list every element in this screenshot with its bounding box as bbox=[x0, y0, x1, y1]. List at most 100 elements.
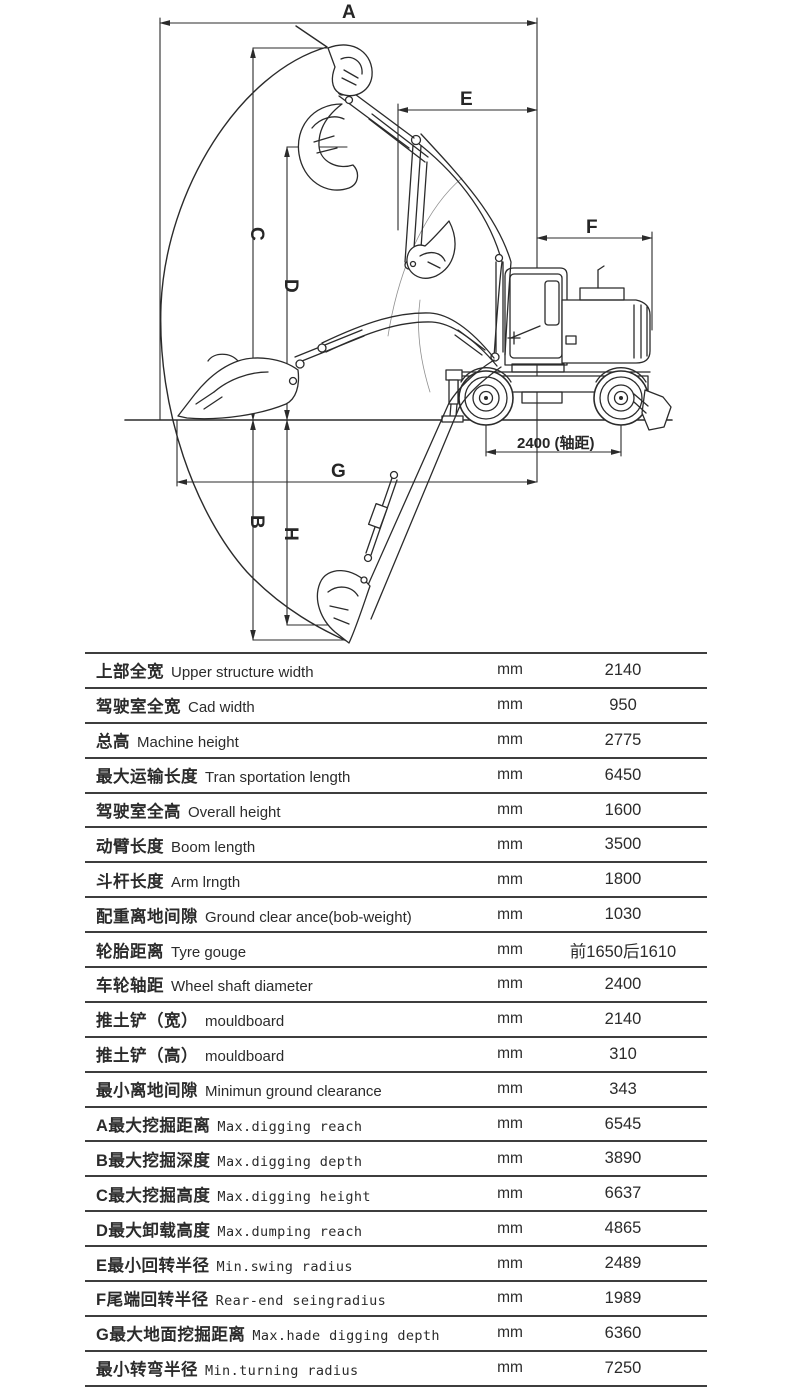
spec-unit: mm bbox=[497, 766, 523, 784]
dim-label-a: A bbox=[342, 2, 356, 23]
spec-label-cn: 车轮轴距 bbox=[96, 977, 164, 996]
spec-unit: mm bbox=[497, 835, 523, 853]
spec-label: 推土铲（宽）mouldboard bbox=[96, 1007, 481, 1031]
spec-label-cn: 轮胎距离 bbox=[96, 942, 164, 961]
spec-label: 轮胎距离 Tyre gouge bbox=[96, 938, 481, 962]
excavator-dimension-diagram: A E F G C D B H 2400 (轴距) bbox=[124, 2, 673, 644]
spec-value: 3500 bbox=[604, 835, 642, 854]
table-row: 推土铲（高）mouldboard mm 310 bbox=[85, 1038, 707, 1073]
spec-label-cn: 最小转弯半径 bbox=[96, 1361, 198, 1380]
spec-label: 最小转弯半径 Min.turning radius bbox=[96, 1356, 481, 1380]
spec-label-en: Arm lrngth bbox=[171, 873, 241, 891]
spec-unit: mm bbox=[497, 940, 523, 958]
spec-value: 2775 bbox=[604, 730, 642, 749]
spec-label: 上部全宽 Upper structure width bbox=[96, 658, 481, 682]
spec-label-en: Min.turning radius bbox=[205, 1363, 359, 1380]
spec-value: 前1650后1610 bbox=[569, 942, 677, 961]
spec-value: 6360 bbox=[604, 1323, 642, 1342]
spec-unit: mm bbox=[497, 1045, 523, 1063]
arm-position-max-height bbox=[297, 44, 512, 362]
dim-label-d: D bbox=[280, 279, 301, 293]
dim-label-g: G bbox=[331, 461, 346, 482]
spec-value: 7250 bbox=[604, 1358, 642, 1377]
spec-label-cn: 最小离地间隙 bbox=[96, 1082, 198, 1101]
spec-label-en: Tyre gouge bbox=[171, 943, 247, 961]
table-row: 最小转弯半径 Min.turning radius mm 7250 bbox=[85, 1352, 707, 1387]
dim-label-e: E bbox=[460, 89, 473, 110]
rear-wheel bbox=[593, 370, 649, 426]
spec-label-en: Max.digging depth bbox=[217, 1153, 363, 1170]
spec-label-cn: 上部全宽 bbox=[96, 663, 164, 682]
spec-value: 6545 bbox=[604, 1114, 642, 1133]
spec-unit: mm bbox=[497, 696, 523, 714]
spec-label-en: Machine height bbox=[137, 734, 239, 752]
spec-label-en: Cad width bbox=[188, 699, 255, 717]
spec-label-en: Minimun ground clearance bbox=[205, 1083, 382, 1101]
table-row: 上部全宽 Upper structure width mm 2140 bbox=[85, 654, 707, 689]
spec-unit: mm bbox=[497, 661, 523, 679]
spec-label-en: Max.dumping reach bbox=[217, 1223, 363, 1240]
spec-value: 2140 bbox=[604, 660, 642, 679]
spec-unit: mm bbox=[497, 870, 523, 888]
spec-value: 6637 bbox=[604, 1184, 642, 1203]
spec-unit: mm bbox=[497, 1324, 523, 1342]
spec-label-cn: 推土铲（高） bbox=[96, 1047, 198, 1066]
spec-value: 343 bbox=[609, 1079, 637, 1098]
spec-label: 配重离地间隙 Ground clear ance(bob-weight) bbox=[96, 903, 481, 927]
spec-label-cn: E最小回转半径 bbox=[96, 1256, 210, 1275]
spec-value: 6450 bbox=[604, 765, 642, 784]
spec-unit: mm bbox=[497, 1184, 523, 1202]
spec-value: 2140 bbox=[604, 1009, 642, 1028]
spec-unit: mm bbox=[497, 1115, 523, 1133]
spec-value: 4865 bbox=[604, 1219, 642, 1238]
spec-label: 斗杆长度 Arm lrngth bbox=[96, 868, 481, 892]
spec-unit: mm bbox=[497, 1010, 523, 1028]
excavator-body bbox=[387, 177, 672, 431]
spec-unit: mm bbox=[497, 1254, 523, 1272]
spec-label-cn: F尾端回转半径 bbox=[96, 1291, 209, 1310]
dim-label-b: B bbox=[246, 515, 267, 529]
spec-unit: mm bbox=[497, 1359, 523, 1377]
spec-label-en: Ground clear ance(bob-weight) bbox=[205, 908, 412, 926]
spec-label-cn: 配重离地间隙 bbox=[96, 907, 198, 926]
spec-label-cn: 推土铲（宽） bbox=[96, 1012, 198, 1031]
spec-label-cn: 总高 bbox=[96, 733, 130, 752]
working-envelope-curve bbox=[160, 25, 350, 643]
dimension-labels: A E F G C D B H 2400 (轴距) bbox=[246, 2, 598, 541]
arm-position-max-reach bbox=[177, 312, 498, 420]
spec-unit: mm bbox=[497, 1219, 523, 1237]
spec-label-cn: B最大挖掘深度 bbox=[96, 1151, 211, 1170]
dim-label-h: H bbox=[280, 527, 301, 541]
spec-label-cn: 斗杆长度 bbox=[96, 872, 164, 891]
spec-label-cn: G最大地面挖掘距离 bbox=[96, 1326, 246, 1345]
spec-unit: mm bbox=[497, 1289, 523, 1307]
spec-label: 推土铲（高） mouldboard bbox=[96, 1042, 481, 1066]
spec-unit: mm bbox=[497, 801, 523, 818]
dozer-blade bbox=[633, 389, 672, 431]
dim-label-f: F bbox=[586, 217, 598, 238]
spec-label-en: Upper structure width bbox=[171, 664, 314, 682]
spec-label-en: mouldboard bbox=[205, 1048, 285, 1066]
